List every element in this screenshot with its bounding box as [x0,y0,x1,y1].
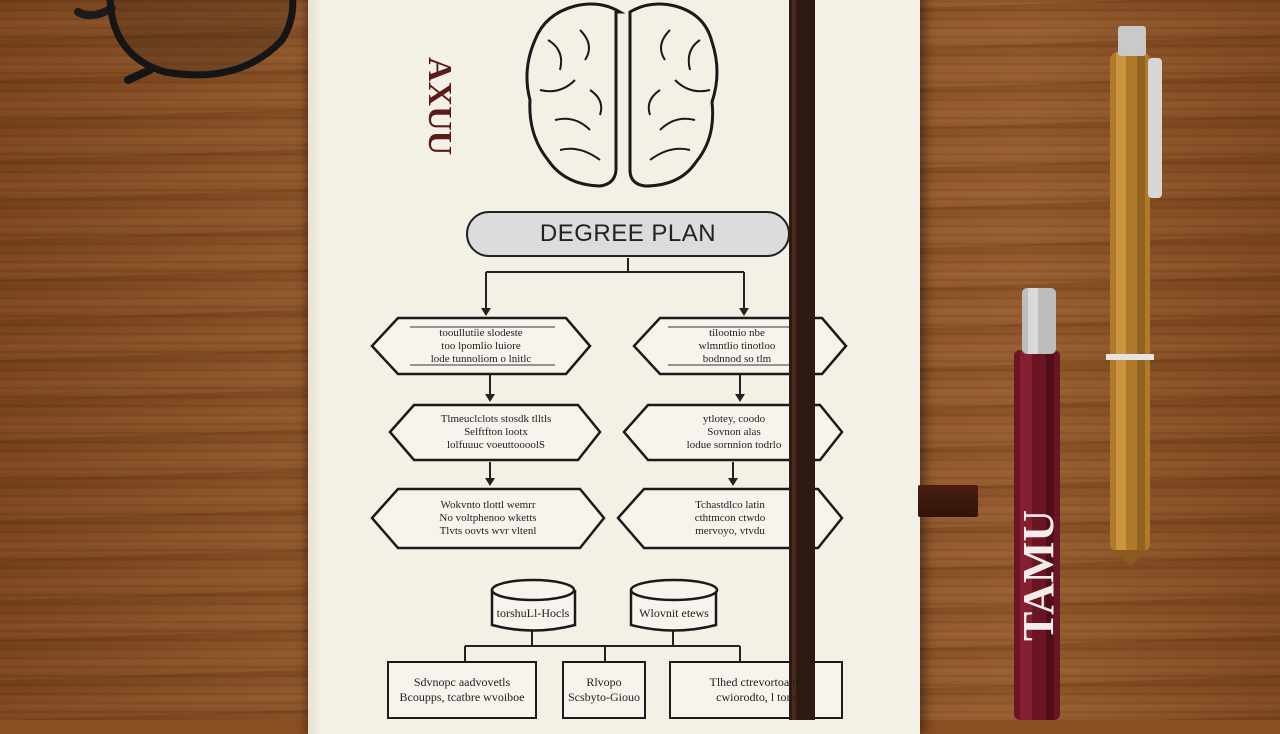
plan-node-left-1 [370,316,592,376]
bottom-box-3-text: Tlhed ctrevortoatro cwiorodto, l tom [709,675,803,704]
bottom-box-2-text: Rlvopo Scsbyto-Giouo [568,675,640,704]
cylinder-1-text: torshuLl-Hocls [496,605,570,620]
right-node-3-text: Tchastdlco latin cthtmcon ctwdo mervoyo,… [694,498,766,537]
plan-box-1 [387,661,537,719]
left-node-2-text: Tlmeuclclots stosdk tlltls Selftfton loo… [440,412,552,451]
maroon-pen-icon [1014,288,1060,720]
bottom-box-1-text: Sdvnopc aadvovetls Bcoupps, tcatbre wvoi… [399,675,525,704]
right-node-1-text: tilootnio nbe wlmntlio tinotloo bodnnod … [698,326,776,365]
plan-node-right-3 [616,487,844,550]
notebook-mark: AXUU [421,56,458,156]
left-node-3-text: Wokvnto tlottl wemrr No voltphenoo wkett… [439,498,537,537]
brain-icon [525,2,719,188]
degree-plan-title: DEGREE PLAN [466,211,790,257]
cylinder-2-text: Wlovnit etews [639,605,709,620]
plan-node-right-2 [622,403,844,462]
pen-label: TAMU [1014,509,1063,641]
plan-node-left-2 [388,403,602,462]
plan-box-2 [562,661,646,719]
right-node-2-text: ytlotey, coodo Sovnon alas lodue sornnio… [686,412,782,451]
left-node-1-text: tooullutiie slodeste too lpomlio luiore … [430,326,532,365]
notebook-strap-tab [918,485,978,517]
gold-pen-icon [1106,26,1162,566]
plan-node-left-3 [370,487,606,550]
